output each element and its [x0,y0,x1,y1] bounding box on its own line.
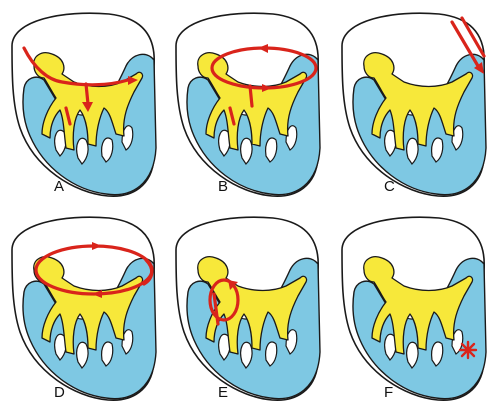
panel-e: E [175,216,321,402]
panel-label: A [54,178,64,195]
panel-label: D [54,384,65,401]
panel-a-reentry-arrows [22,46,138,126]
panel-f-focus-star-icon [458,340,478,360]
panel-f: F [341,216,487,402]
panel-e-reentry-arrows [208,278,240,326]
panel-b-reentry-arrows [210,44,318,126]
panel-label: B [218,178,228,195]
panel-c: C [341,12,487,198]
panel-d: D [11,216,157,402]
panel-label: C [384,178,395,195]
panel-label: F [384,384,393,401]
panel-a: A [11,12,157,198]
panel-c-focal-arrows [450,16,486,74]
panel-label: E [218,384,228,401]
panel-d-reentry-arrows [34,242,154,298]
panel-b: B [175,12,321,198]
